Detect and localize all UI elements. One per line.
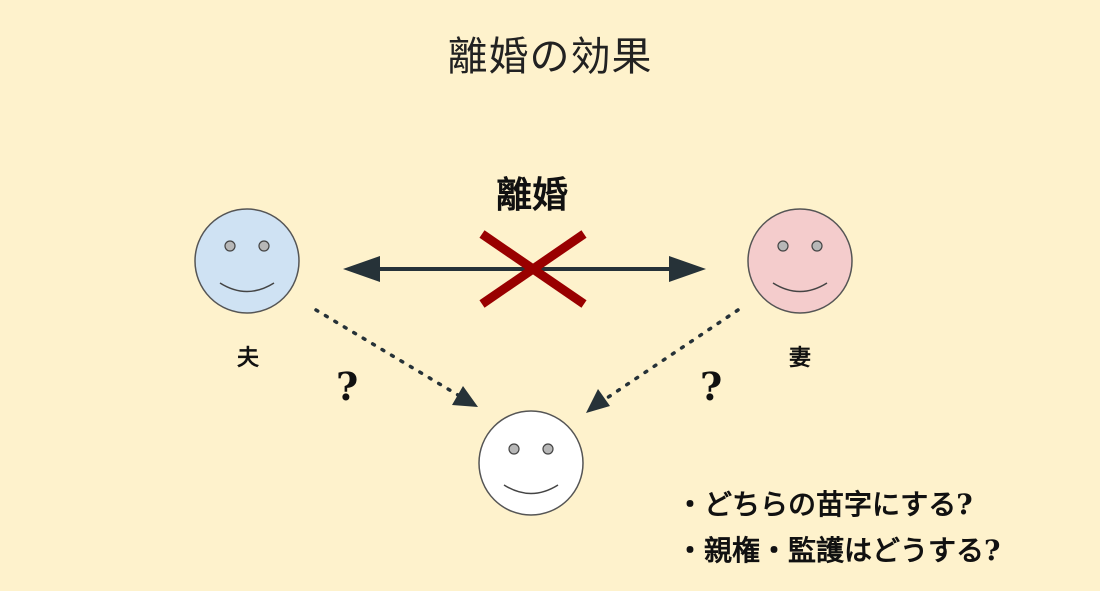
wife-smile [772,282,828,293]
dotted-arrow-husband-to-child [314,308,478,407]
child-face-circle [478,410,584,516]
husband-right-eye [258,240,270,252]
husband-smile [219,282,275,293]
double-arrow [343,256,706,282]
question-surname: ・どちらの苗字にする? [676,488,973,521]
wife-left-eye [777,240,789,252]
cross-stroke-2 [479,230,587,308]
page-title: 離婚の効果 [447,34,653,80]
child-left-eye [508,443,520,455]
wife-right-eye [811,240,823,252]
dotted-arrow-head-right [586,389,610,413]
dotted-line-right [602,308,740,402]
husband-face [194,208,300,314]
child-smile [503,484,559,495]
divorce-label: 離婚 [495,174,568,216]
dotted-arrow-head-left [452,386,478,407]
husband-left-eye [224,240,236,252]
arrow-head-right [669,256,706,282]
wife-label: 妻 [788,345,811,371]
husband-label: 夫 [236,345,259,371]
question-custody: ・親権・監護はどうする? [676,534,1001,567]
dotted-arrow-wife-to-child [586,308,740,413]
question-mark-left: ? [336,364,359,409]
husband-face-circle [194,208,300,314]
child-right-eye [542,443,554,455]
wife-face-circle [747,208,853,314]
wife-face [747,208,853,314]
question-mark-right: ? [700,364,723,409]
question-list: ・どちらの苗字にする? ・親権・監護はどうする? [676,482,1000,574]
arrow-head-left [343,256,380,282]
cross-mark-icon [479,230,587,308]
child-face [478,410,584,516]
